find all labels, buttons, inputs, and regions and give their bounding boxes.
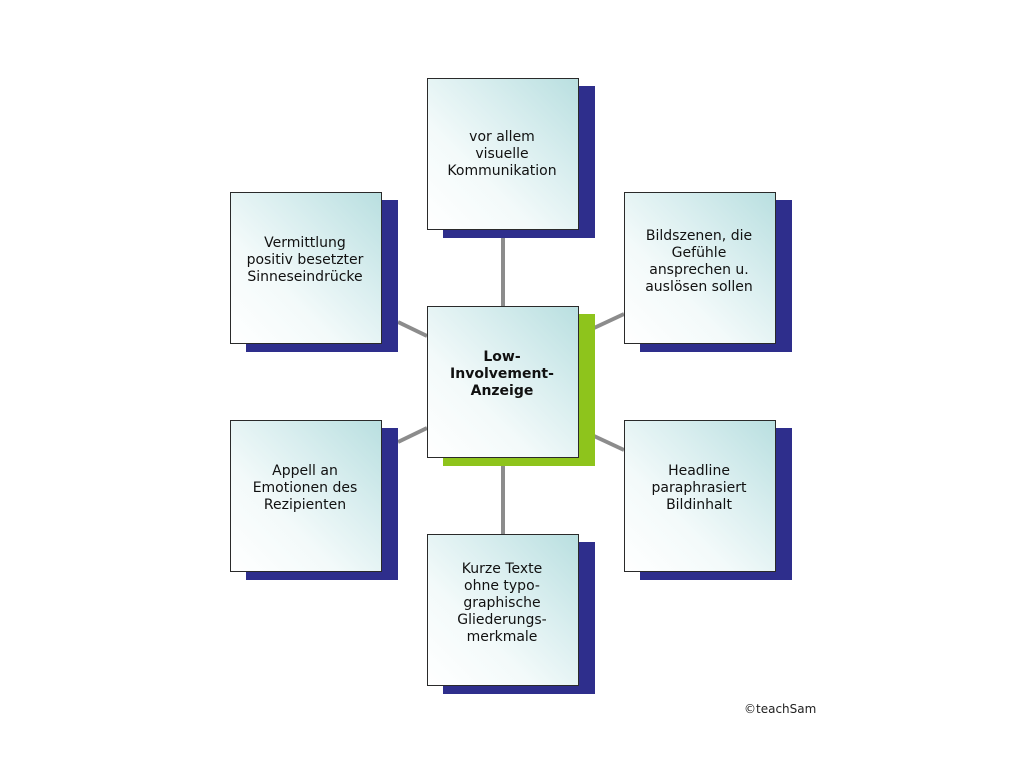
node-bottom-left: Appell an Emotionen des Rezipienten xyxy=(230,420,398,580)
node-box xyxy=(624,192,776,344)
connector-bottom-right xyxy=(593,434,625,452)
node-box xyxy=(427,78,579,230)
node-label: Appell an Emotionen des Rezipienten xyxy=(252,463,358,513)
connector-bottom-left xyxy=(397,426,428,444)
node-label: Kurze Texte ohne typo- graphische Gliede… xyxy=(457,561,547,645)
copyright-notice: ©teachSam xyxy=(744,702,817,716)
node-box xyxy=(427,534,579,686)
node-box xyxy=(230,420,382,572)
node-bottom: Kurze Texte ohne typo- graphische Gliede… xyxy=(427,534,595,694)
node-top-right: Bildszenen, die Gefühle ansprechen u. au… xyxy=(624,192,792,352)
node-box xyxy=(427,306,579,458)
node-label: Headline paraphrasiert Bildinhalt xyxy=(651,463,747,513)
connector-top-left xyxy=(397,320,428,338)
node-label: Bildszenen, die Gefühle ansprechen u. au… xyxy=(645,228,753,295)
node-top: vor allem visuelle Kommunikation xyxy=(427,78,595,238)
node-top-left: Vermittlung positiv besetzter Sinneseind… xyxy=(230,192,398,352)
node-label: vor allem visuelle Kommunikation xyxy=(447,129,557,179)
node-label-center: Low- Involvement- Anzeige xyxy=(450,349,554,399)
connector-top-right xyxy=(593,312,625,330)
node-box xyxy=(230,192,382,344)
node-label: Vermittlung positiv besetzter Sinneseind… xyxy=(246,235,364,285)
node-bottom-right: Headline paraphrasiert Bildinhalt xyxy=(624,420,792,580)
node-center: Low- Involvement- Anzeige xyxy=(427,306,595,466)
node-box xyxy=(624,420,776,572)
